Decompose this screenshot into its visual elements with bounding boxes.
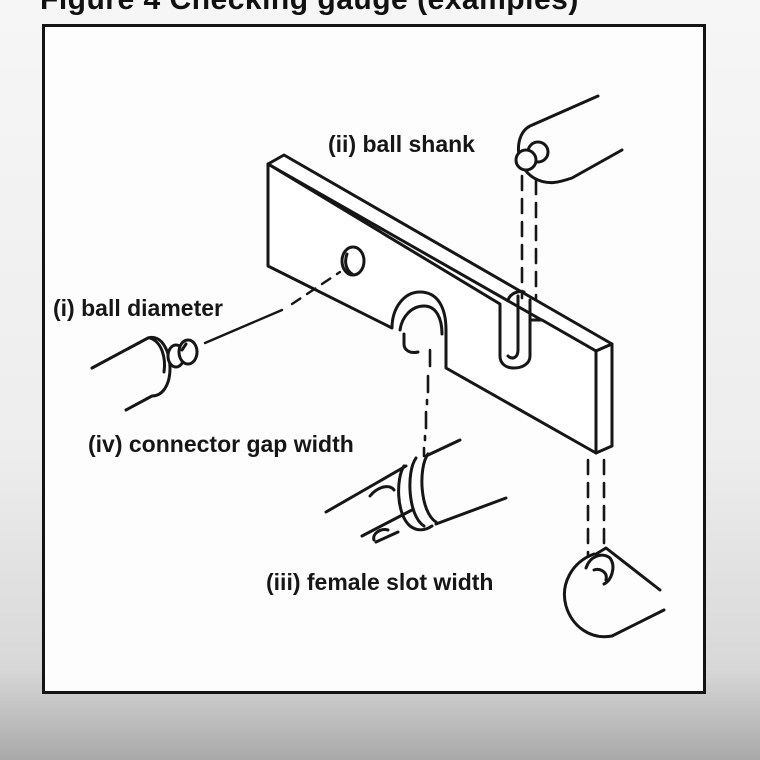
female-slot-guide: [586, 458, 606, 558]
ball-hole: [340, 245, 366, 277]
ball-shank-part: [514, 94, 624, 185]
cropped-figure-caption: Figure 4 Checking gauge (examples): [40, 0, 579, 17]
label-ball-diameter: (i) ball diameter: [53, 295, 223, 321]
label-ball-shank: (ii) ball shank: [328, 131, 475, 157]
label-connector-gap-width: (iv) connector gap width: [88, 431, 354, 457]
gauge-plate: [266, 153, 614, 455]
label-female-slot-width: (iii) female slot width: [266, 569, 493, 595]
female-slot-part: [563, 546, 666, 639]
ball-diameter-leader: [203, 270, 342, 345]
caption-strip: Figure 4 Checking gauge (examples): [0, 0, 760, 22]
ball-part: [90, 335, 199, 412]
ball-shank-guide: [520, 174, 538, 302]
connector-gap-leader: [422, 348, 432, 458]
connector-part: [324, 438, 508, 544]
